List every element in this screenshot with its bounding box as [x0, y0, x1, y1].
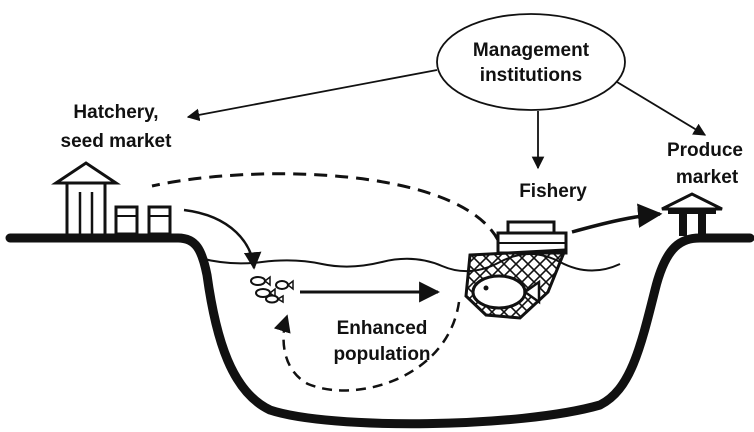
basin-outline	[5, 233, 754, 429]
enhanced-population-label-line1: Enhanced	[337, 318, 428, 339]
hatchery-label-line2: seed market	[61, 131, 173, 152]
arrow-fishery-to-produce-market	[571, 203, 663, 234]
hatchery-tanks-icon	[114, 205, 172, 236]
hatchery-label-line1: Hatchery,	[73, 102, 158, 123]
enhanced-population-label-line2: population	[333, 344, 430, 365]
management-label-line1: Management	[473, 40, 590, 61]
dashed-arrow-recruitment-loop	[273, 301, 461, 392]
produce-market-label-line1: Produce	[667, 140, 743, 161]
management-label-line2: institutions	[480, 65, 582, 86]
arrow-tanks-to-release	[183, 208, 262, 270]
fishing-net-icon	[464, 248, 568, 320]
fishery-label: Fishery	[519, 181, 587, 202]
dashed-arrow-fishery-to-hatchery	[151, 172, 500, 241]
arrow-management-to-produce-market	[616, 81, 707, 136]
management-ellipse	[436, 13, 626, 111]
hatchery-house-icon	[51, 161, 121, 237]
fishing-boat-icon	[496, 220, 568, 255]
produce-market-label-line2: market	[676, 167, 739, 188]
produce-market-house-icon	[661, 192, 723, 236]
fish-fry-icon	[250, 275, 294, 304]
arrow-management-to-hatchery	[186, 69, 438, 122]
